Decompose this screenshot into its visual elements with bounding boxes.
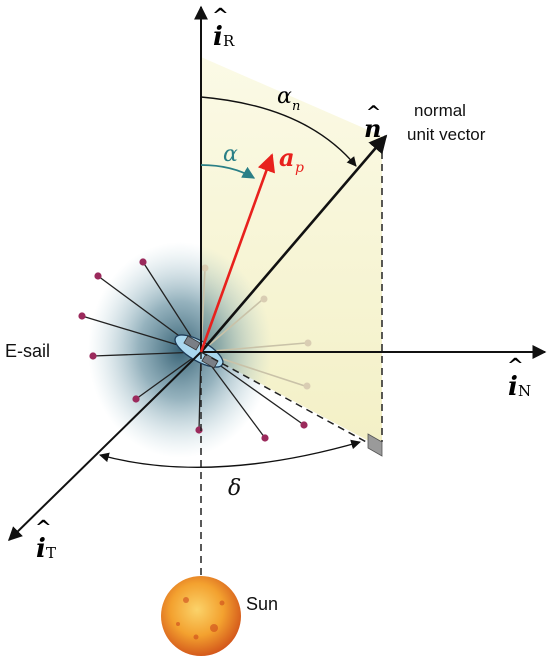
- svg-text:i: i: [36, 534, 46, 564]
- svg-text:i: i: [213, 22, 223, 52]
- alpha-n-label: α n: [277, 84, 300, 114]
- angle-arc-delta: [99, 439, 361, 469]
- esail-label: E-sail: [5, 341, 50, 361]
- delta-label: δ: [228, 476, 241, 501]
- normal-projection-line: [200, 351, 371, 445]
- normal-caption-line1: normal: [414, 101, 466, 120]
- svg-text:T: T: [46, 544, 56, 562]
- svg-text:^: ^: [507, 353, 524, 377]
- normal-caption-line2: unit vector: [407, 125, 486, 144]
- svg-text:i: i: [508, 372, 518, 402]
- svg-text:R: R: [223, 32, 235, 50]
- tether-tips: [78, 258, 308, 442]
- rear-tether-tips: [201, 264, 312, 390]
- svg-text:a: a: [279, 143, 295, 172]
- alpha-label: α: [223, 142, 238, 167]
- transverse-axis-label: ^ i T: [35, 515, 56, 564]
- svg-text:N: N: [518, 382, 531, 400]
- svg-text:n: n: [364, 114, 381, 143]
- angle-arc-alpha: [200, 164, 256, 179]
- esail-glow: [88, 242, 272, 458]
- svg-text:^: ^: [212, 3, 229, 27]
- sun: [161, 576, 241, 656]
- svg-text:n: n: [292, 99, 300, 114]
- svg-text:p: p: [295, 160, 304, 176]
- svg-text:α: α: [277, 84, 292, 109]
- svg-text:^: ^: [35, 515, 52, 539]
- right-angle-marker: [367, 433, 383, 457]
- esail-spacecraft: [174, 334, 224, 369]
- svg-text:^: ^: [366, 102, 381, 123]
- angle-arc-alpha-n: [200, 96, 357, 167]
- acceleration-label: a p: [279, 143, 304, 176]
- acceleration-vector: [199, 153, 276, 353]
- unit-normal-vector: [200, 134, 388, 353]
- sun-texture: [176, 597, 225, 640]
- sun-label: Sun: [246, 594, 278, 614]
- radial-axis-label: ^ i R: [212, 3, 235, 52]
- unit-normal-label: ^ n: [364, 102, 381, 143]
- normal-axis-label: ^ i N: [507, 353, 531, 402]
